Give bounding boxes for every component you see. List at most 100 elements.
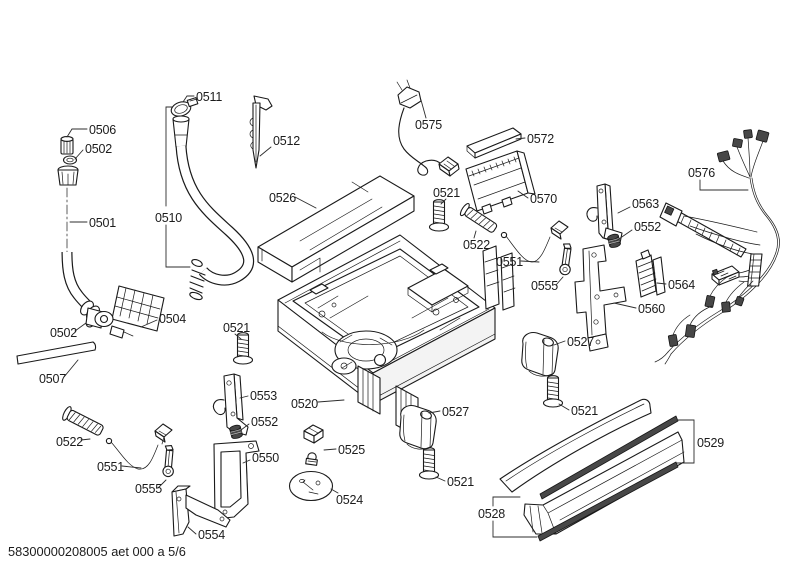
part-inlet-hose [57, 165, 106, 325]
callout-label: 0504 [159, 312, 186, 326]
callout-label: 0528 [478, 507, 505, 521]
part-cover-box [257, 175, 415, 283]
part-latch-bottom [162, 444, 174, 478]
part-foot-right [521, 332, 559, 377]
callout-label: 0563 [632, 197, 659, 211]
callout-label: 0521 [447, 475, 474, 489]
callout-0512: 0512 [259, 134, 300, 157]
callout-0576: 0576 [688, 166, 749, 191]
callout-label: 0576 [688, 166, 715, 180]
callout-0521-bottom: 0521 [435, 475, 474, 489]
part-screw-2 [232, 332, 254, 365]
callout-label: 0529 [697, 436, 724, 450]
part-hose-clamp [170, 97, 199, 117]
callout-0525: 0525 [323, 443, 365, 457]
part-inlet-cap [60, 136, 74, 155]
part-wiring-harness [654, 129, 780, 365]
callout-0552-right: 0552 [615, 220, 661, 242]
part-washer-top [62, 155, 78, 165]
callout-0521-left: 0521 [223, 321, 250, 340]
part-latch-top [559, 243, 572, 276]
part-mounting-plate [574, 244, 627, 352]
callout-0529: 0529 [676, 419, 724, 464]
callout-0563: 0563 [617, 197, 659, 214]
document-reference: 58300000208005 aet 000 a 5/6 [8, 544, 186, 559]
callout-0502-bottom: 0502 [50, 322, 87, 340]
callout-label: 0502 [85, 142, 112, 156]
callout-0510: 0510 [155, 106, 191, 268]
part-screw-1 [428, 199, 450, 232]
callout-label: 0527 [442, 405, 469, 419]
callout-label: 0575 [415, 118, 442, 132]
callout-label: 0520 [291, 397, 318, 411]
part-drain-hose [172, 115, 255, 301]
callout-0570: 0570 [517, 190, 557, 206]
part-foot-bottom [399, 405, 437, 450]
callout-label: 0551 [97, 460, 124, 474]
callout-0572: 0572 [515, 132, 554, 146]
callout-0527-bottom: 0527 [428, 405, 469, 419]
part-plinth-assembly [499, 398, 685, 542]
callout-0502-top: 0502 [74, 142, 112, 160]
callout-0511: 0511 [182, 90, 223, 104]
callout-0550: 0550 [242, 451, 279, 465]
part-sensor-cable-top [500, 220, 569, 263]
part-screw-3 [418, 447, 440, 480]
part-corner-bracket [171, 485, 231, 537]
callout-label: 0501 [89, 216, 116, 230]
callout-0521-top: 0521 [433, 186, 460, 205]
callout-0551-bottom: 0551 [97, 460, 142, 474]
callout-0564: 0564 [656, 278, 695, 292]
callout-label: 0522 [56, 435, 83, 449]
part-accessory-bag [288, 470, 334, 502]
callout-0506: 0506 [66, 123, 116, 138]
callout-label: 0527 [567, 335, 594, 349]
part-screw-4 [542, 375, 564, 408]
callout-label: 0511 [196, 90, 222, 104]
callout-0526: 0526 [269, 191, 317, 209]
callout-label: 0521 [223, 321, 250, 335]
part-grommet-right [607, 233, 621, 248]
part-hose-short [16, 341, 97, 365]
callout-0524: 0524 [330, 488, 363, 507]
part-base-cover [465, 150, 536, 215]
callout-0555-bottom: 0555 [135, 479, 167, 496]
callout-label: 0507 [39, 372, 66, 386]
callout-label: 0564 [668, 278, 695, 292]
part-clip-a [303, 424, 324, 444]
part-hinge-bracket-left [212, 373, 249, 436]
callout-0501: 0501 [69, 216, 116, 230]
callout-0551-top: 0551 [496, 255, 540, 269]
callout-0507: 0507 [39, 359, 79, 386]
part-edge-connector [635, 249, 666, 298]
callout-label: 0524 [336, 493, 363, 507]
callout-label: 0572 [527, 132, 554, 146]
callout-label: 0550 [252, 451, 279, 465]
part-retainer-stake [249, 95, 273, 169]
part-pin-bottom [62, 406, 104, 436]
part-grommet-left [229, 424, 243, 439]
callout-0552-left: 0552 [240, 415, 278, 431]
callout-label: 0526 [269, 191, 296, 205]
callout-label: 0521 [433, 186, 460, 200]
part-cover-strip [466, 127, 522, 159]
callout-0504: 0504 [140, 312, 186, 328]
callout-label: 0506 [89, 123, 116, 137]
callout-label: 0512 [273, 134, 300, 148]
callout-0553: 0553 [239, 389, 277, 403]
part-power-cord [396, 79, 460, 177]
callout-0522-top: 0522 [463, 230, 490, 252]
callout-0575: 0575 [415, 99, 442, 132]
callout-0528: 0528 [478, 496, 538, 538]
callout-label: 0510 [155, 211, 182, 225]
callout-label: 0525 [338, 443, 365, 457]
callout-0527-right: 0527 [553, 335, 594, 349]
callout-label: 0522 [463, 238, 490, 252]
callout-0520: 0520 [291, 397, 345, 411]
callout-0522-bottom: 0522 [56, 435, 91, 449]
callout-label: 0560 [638, 302, 665, 316]
part-base-assembly [277, 234, 516, 438]
callout-label: 0570 [530, 192, 557, 206]
